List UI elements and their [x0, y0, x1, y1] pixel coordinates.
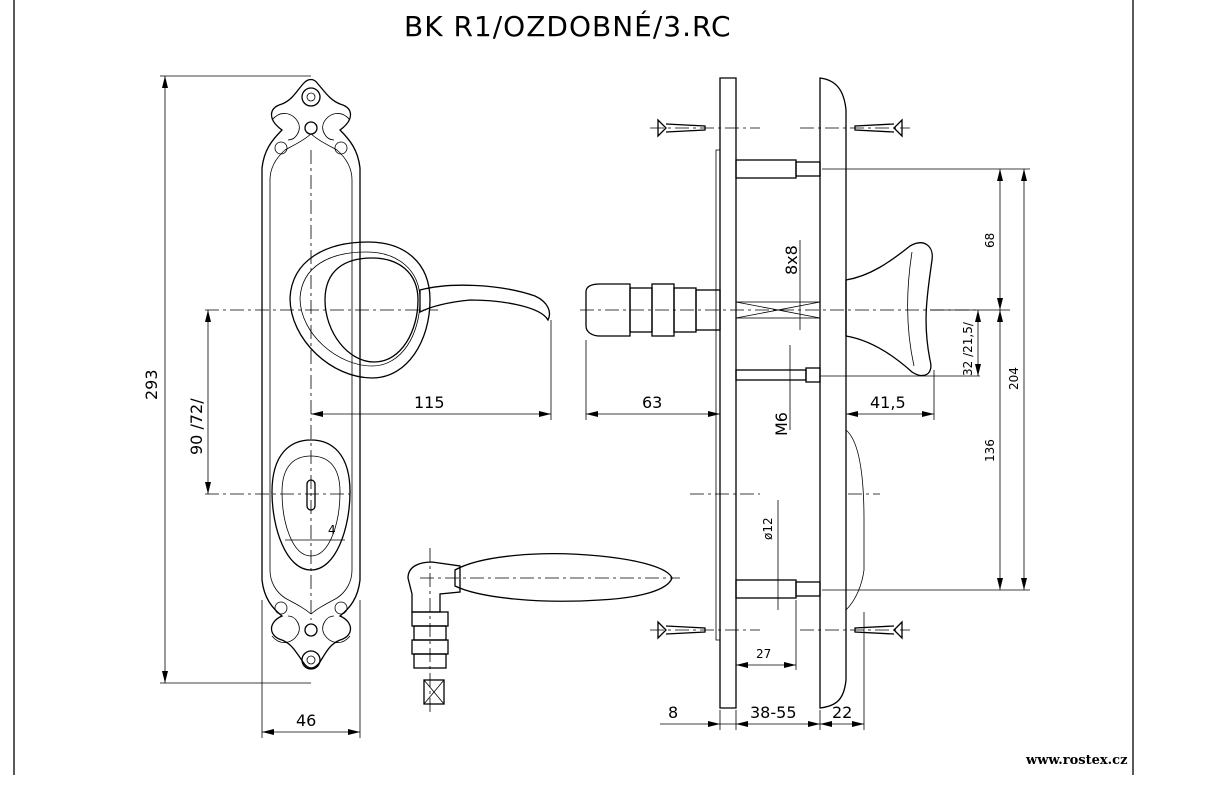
handle-detail: [407, 548, 680, 712]
right-plate: [819, 77, 847, 709]
top-screw-inner: [306, 92, 316, 102]
dim-diameter: ø12: [761, 517, 775, 540]
cylinder-rose-inner: [281, 455, 341, 557]
handle-rose-front: [324, 257, 419, 363]
top-scroll-right: [322, 113, 351, 141]
dim-27: 27: [756, 647, 771, 661]
screw-top-right-icon: [854, 118, 903, 138]
screw-bottom-left-icon: [657, 620, 706, 640]
bottom-scroll-right: [322, 615, 351, 643]
bottom-scroll-left: [271, 615, 300, 643]
lever-neck: [407, 561, 461, 613]
top-scroll-left: [271, 113, 300, 141]
dim-204: 204: [1007, 367, 1021, 390]
dim-32: 32 /21,5/: [961, 321, 975, 376]
top-bolt: [735, 159, 797, 179]
bottom-right-ornament-icon: [334, 601, 348, 615]
dim-outer-projection: 63: [642, 393, 662, 412]
dim-slot: 4: [328, 523, 336, 537]
dim-plate-width: 46: [296, 711, 316, 730]
top-left-ornament-icon: [274, 141, 288, 155]
side-view: [580, 77, 980, 709]
dim-68: 68: [983, 233, 997, 248]
key-slot-icon: [306, 479, 316, 511]
drawing-title: BK R1/OZDOBNÉ/3.RC: [404, 9, 732, 43]
screw-top-left-icon: [657, 118, 706, 138]
dim-door: 38-55: [750, 703, 797, 722]
top-right-ornament-icon: [334, 141, 348, 155]
screw-bottom-right-icon: [854, 620, 903, 640]
website-text: www.rostex.cz: [1025, 753, 1127, 768]
side-view-dimensions: 63 8x8 M6 41,5 68 136 204 32 /21,5/ ø12: [585, 168, 1030, 730]
front-view: [205, 78, 551, 670]
dim-thread: M6: [772, 412, 791, 436]
top-ornament-icon: [304, 121, 318, 135]
left-plate: [719, 77, 737, 709]
top-screw-icon: [301, 87, 321, 107]
bottom-screw-inner: [306, 655, 316, 665]
handle-rose: [289, 241, 431, 379]
inner-knob: [845, 242, 933, 377]
plate-inner-outline: [269, 133, 353, 615]
dim-knob-projection: 41,5: [870, 393, 906, 412]
dim-136: 136: [983, 439, 997, 462]
spindle-square: [423, 679, 445, 705]
front-view-dimensions: 293 90 /72/ 115 46 4: [142, 75, 552, 738]
bottom-left-ornament-icon: [274, 601, 288, 615]
dim-total-height: 293: [142, 369, 161, 400]
outer-handle: [585, 283, 631, 337]
bottom-screw-icon: [301, 650, 321, 670]
lever-grip: [454, 553, 673, 602]
dim-22: 22: [832, 703, 852, 722]
bottom-bolt: [735, 579, 797, 599]
dim-8: 8: [668, 703, 678, 722]
handle-lever: [419, 284, 551, 322]
cylinder-rose: [271, 439, 351, 571]
plate-outline: [261, 78, 361, 669]
dim-square: 8x8: [782, 245, 801, 275]
dim-spacing: 90 /72/: [187, 398, 206, 455]
bottom-ornament-icon: [304, 623, 318, 637]
m6-bolt: [735, 369, 807, 381]
dim-handle-length: 115: [414, 393, 445, 412]
